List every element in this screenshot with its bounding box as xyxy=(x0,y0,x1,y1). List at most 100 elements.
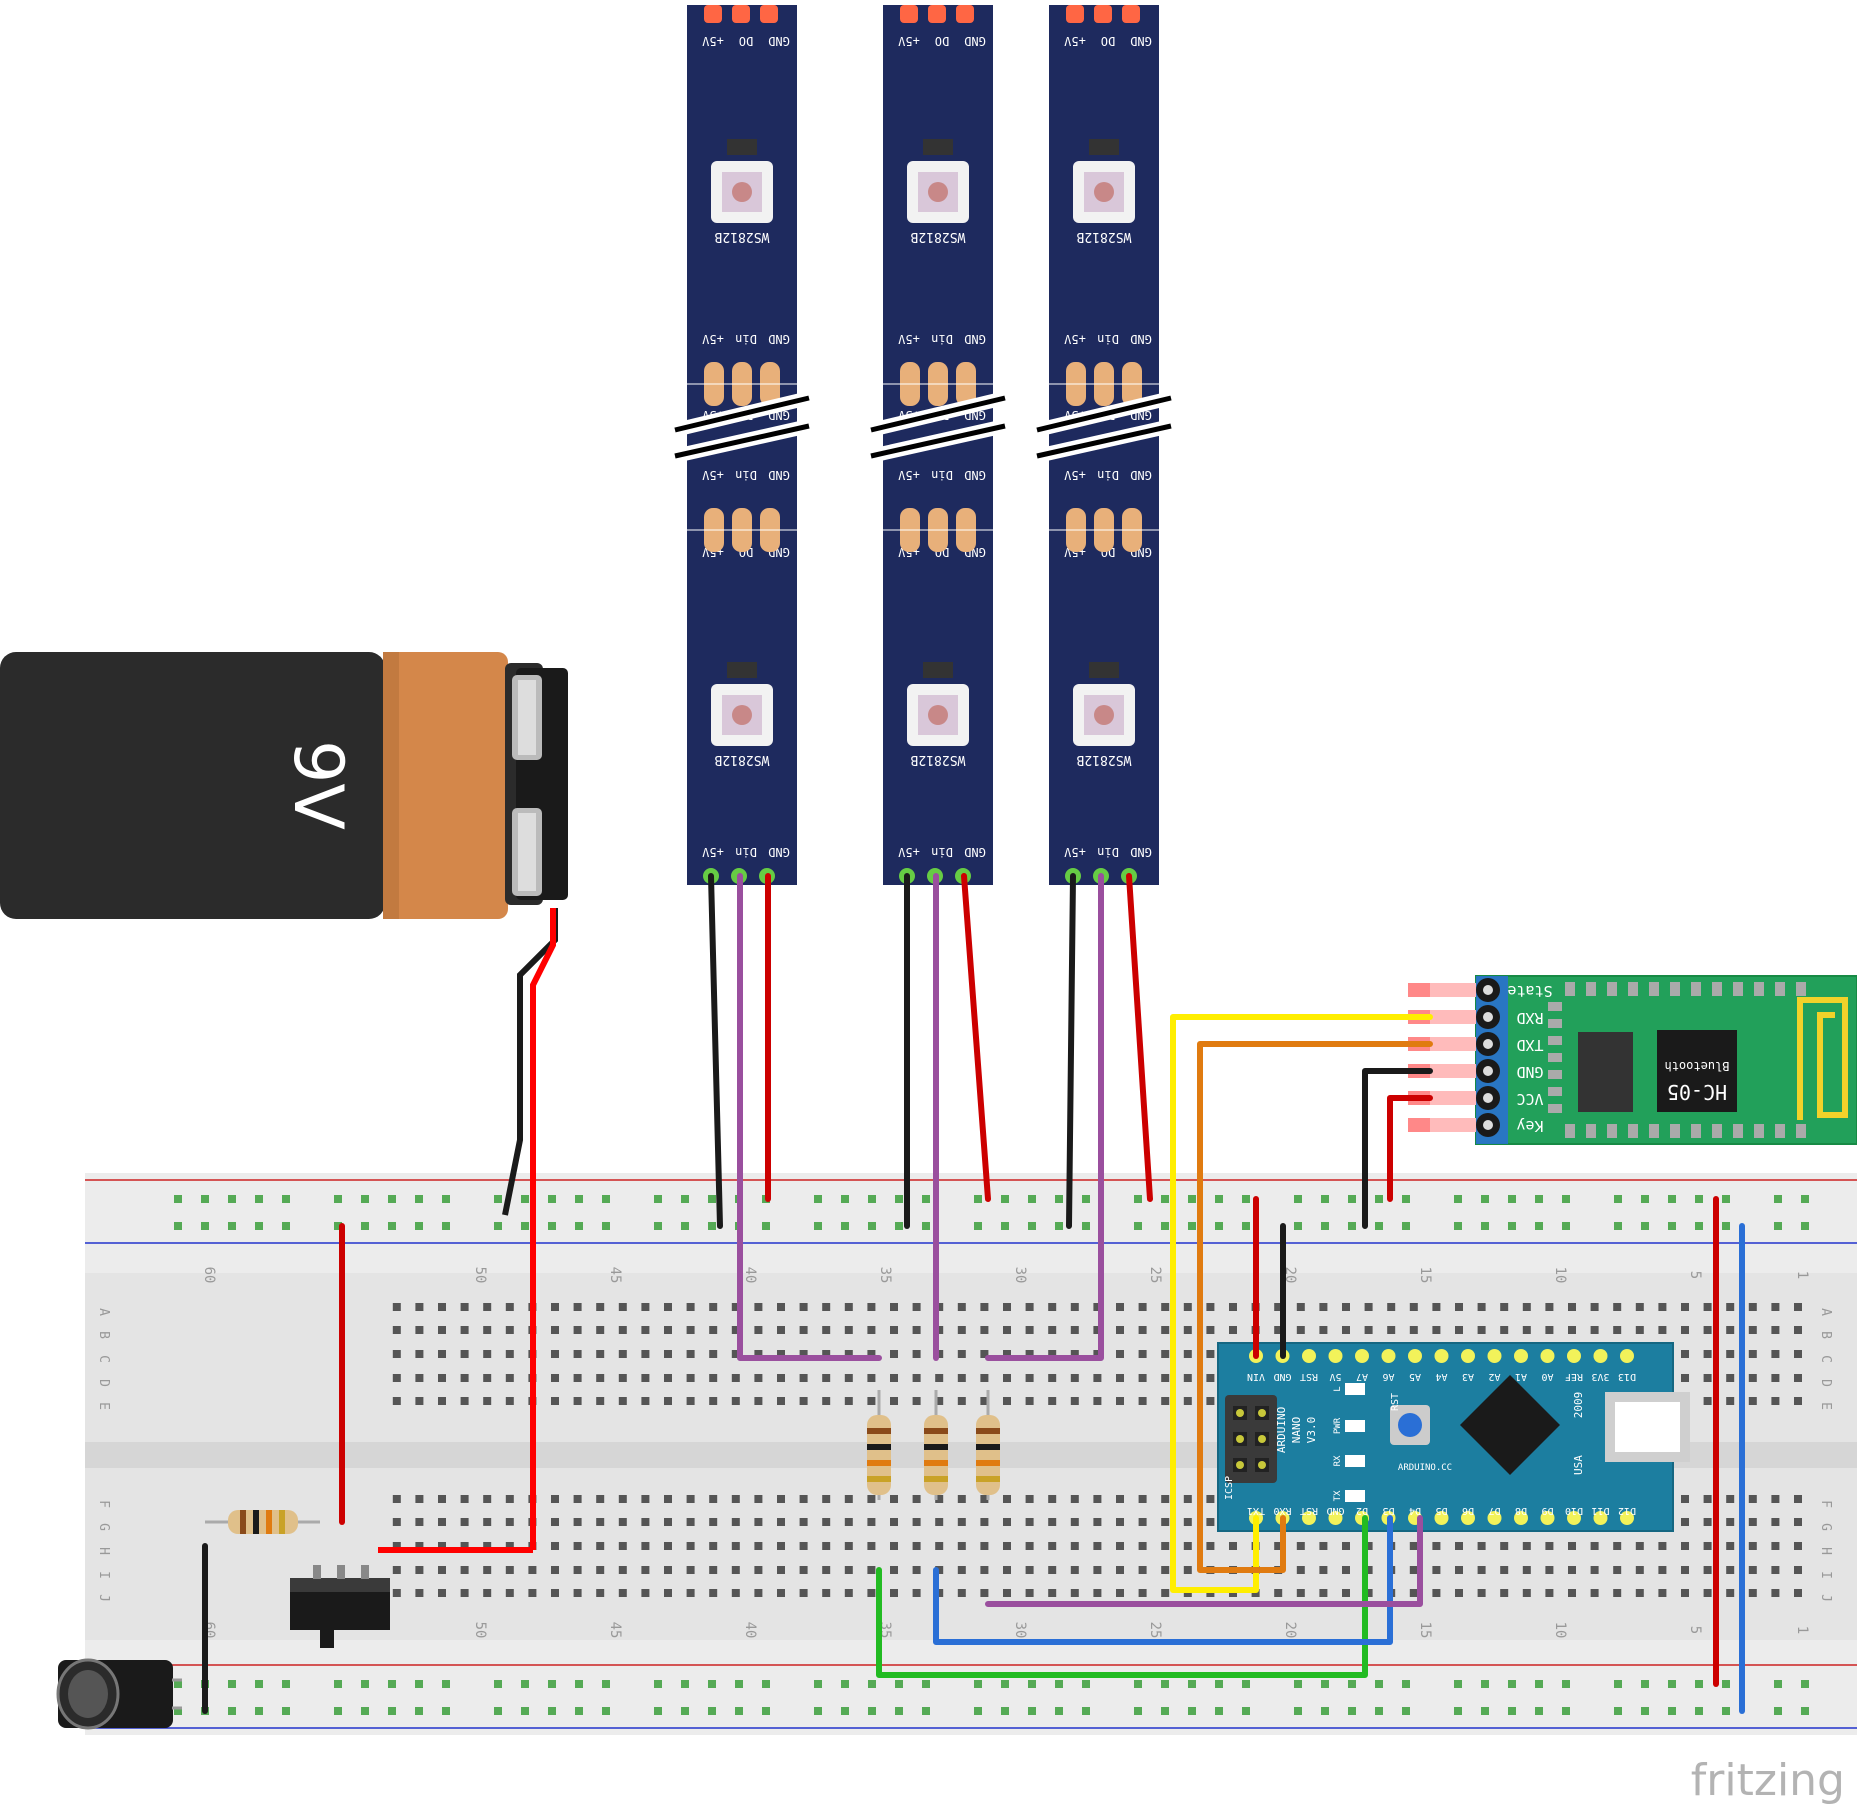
breadboard-hole[interactable] xyxy=(1681,1542,1689,1550)
breadboard-hole[interactable] xyxy=(1183,1518,1192,1526)
breadboard-hole[interactable] xyxy=(1206,1326,1215,1334)
rail-hole[interactable] xyxy=(1641,1222,1649,1230)
breadboard-hole[interactable] xyxy=(1658,1326,1667,1334)
arduino-top-pin[interactable] xyxy=(1302,1349,1316,1363)
breadboard-hole[interactable] xyxy=(505,1326,514,1334)
rail-hole[interactable] xyxy=(1348,1222,1356,1230)
breadboard-hole[interactable] xyxy=(1025,1542,1034,1550)
rail-hole[interactable] xyxy=(681,1707,689,1715)
breadboard-hole[interactable] xyxy=(1658,1542,1667,1550)
rail-hole[interactable] xyxy=(494,1707,502,1715)
breadboard-hole[interactable] xyxy=(777,1326,785,1334)
breadboard-hole[interactable] xyxy=(505,1542,514,1550)
breadboard-hole[interactable] xyxy=(1635,1326,1644,1334)
breadboard-hole[interactable] xyxy=(1726,1397,1735,1405)
breadboard-hole[interactable] xyxy=(1703,1397,1712,1405)
rail-hole[interactable] xyxy=(974,1707,982,1715)
breadboard-hole[interactable] xyxy=(1545,1589,1554,1597)
breadboard-hole[interactable] xyxy=(844,1397,853,1405)
breadboard-hole[interactable] xyxy=(890,1350,898,1358)
breadboard-hole[interactable] xyxy=(618,1350,627,1358)
breadboard-hole[interactable] xyxy=(618,1397,627,1405)
slide-switch[interactable] xyxy=(290,1565,390,1648)
breadboard-hole[interactable] xyxy=(1748,1397,1757,1405)
breadboard-hole[interactable] xyxy=(1093,1397,1102,1405)
breadboard-hole[interactable] xyxy=(528,1566,537,1574)
breadboard-hole[interactable] xyxy=(573,1518,582,1526)
arduino-bottom-pin[interactable] xyxy=(1620,1511,1634,1525)
rail-hole[interactable] xyxy=(1535,1680,1543,1688)
breadboard-hole[interactable] xyxy=(935,1350,944,1358)
rail-hole[interactable] xyxy=(708,1222,716,1230)
breadboard-hole[interactable] xyxy=(822,1326,831,1334)
breadboard-hole[interactable] xyxy=(1568,1566,1576,1574)
rail-hole[interactable] xyxy=(841,1707,849,1715)
breadboard-hole[interactable] xyxy=(573,1542,582,1550)
breadboard-hole[interactable] xyxy=(1274,1303,1283,1311)
rail-hole[interactable] xyxy=(1375,1707,1383,1715)
breadboard-hole[interactable] xyxy=(709,1566,718,1574)
breadboard-hole[interactable] xyxy=(664,1397,672,1405)
arduino-bottom-pin[interactable] xyxy=(1567,1511,1581,1525)
breadboard-hole[interactable] xyxy=(686,1374,695,1382)
breadboard-hole[interactable] xyxy=(664,1326,672,1334)
breadboard-hole[interactable] xyxy=(1364,1326,1373,1334)
breadboard-hole[interactable] xyxy=(1070,1495,1079,1503)
rail-hole[interactable] xyxy=(1454,1222,1462,1230)
rail-hole[interactable] xyxy=(1215,1222,1223,1230)
breadboard-hole[interactable] xyxy=(1025,1518,1034,1526)
breadboard-hole[interactable] xyxy=(641,1566,650,1574)
rail-hole[interactable] xyxy=(735,1680,743,1688)
breadboard-hole[interactable] xyxy=(935,1303,944,1311)
rail-hole[interactable] xyxy=(895,1707,903,1715)
breadboard-hole[interactable] xyxy=(980,1374,989,1382)
breadboard-hole[interactable] xyxy=(1409,1326,1418,1334)
rail-hole[interactable] xyxy=(895,1680,903,1688)
rail-hole[interactable] xyxy=(1562,1680,1570,1688)
breadboard-hole[interactable] xyxy=(799,1495,808,1503)
breadboard-hole[interactable] xyxy=(1138,1566,1147,1574)
breadboard-hole[interactable] xyxy=(460,1566,469,1574)
breadboard-hole[interactable] xyxy=(1070,1542,1079,1550)
breadboard-hole[interactable] xyxy=(1093,1374,1102,1382)
rail-hole[interactable] xyxy=(1215,1680,1223,1688)
breadboard-hole[interactable] xyxy=(664,1518,672,1526)
breadboard-hole[interactable] xyxy=(844,1518,853,1526)
breadboard-hole[interactable] xyxy=(392,1542,401,1550)
arduino-bottom-pin[interactable] xyxy=(1302,1511,1316,1525)
rail-hole[interactable] xyxy=(521,1707,529,1715)
breadboard-hole[interactable] xyxy=(1409,1542,1418,1550)
rail-hole[interactable] xyxy=(1082,1222,1090,1230)
rail-hole[interactable] xyxy=(1375,1680,1383,1688)
breadboard-hole[interactable] xyxy=(1590,1542,1599,1550)
rail-hole[interactable] xyxy=(494,1222,502,1230)
breadboard-hole[interactable] xyxy=(438,1495,446,1503)
breadboard-hole[interactable] xyxy=(551,1326,559,1334)
rail-hole[interactable] xyxy=(1668,1195,1676,1203)
breadboard-hole[interactable] xyxy=(1613,1303,1622,1311)
rail-hole[interactable] xyxy=(1001,1195,1009,1203)
breadboard-hole[interactable] xyxy=(1658,1303,1667,1311)
breadboard-hole[interactable] xyxy=(867,1589,876,1597)
breadboard-hole[interactable] xyxy=(1206,1303,1215,1311)
breadboard-hole[interactable] xyxy=(822,1303,831,1311)
breadboard-hole[interactable] xyxy=(641,1397,650,1405)
rail-hole[interactable] xyxy=(1134,1222,1142,1230)
breadboard-hole[interactable] xyxy=(980,1566,989,1574)
rail-hole[interactable] xyxy=(1215,1195,1223,1203)
breadboard-hole[interactable] xyxy=(1794,1495,1802,1503)
breadboard-hole[interactable] xyxy=(1568,1326,1576,1334)
breadboard-hole[interactable] xyxy=(460,1303,469,1311)
rail-hole[interactable] xyxy=(1242,1680,1250,1688)
rail-hole[interactable] xyxy=(415,1222,423,1230)
breadboard-hole[interactable] xyxy=(1161,1303,1170,1311)
rail-hole[interactable] xyxy=(1375,1195,1383,1203)
breadboard-hole[interactable] xyxy=(1387,1326,1396,1334)
breadboard-hole[interactable] xyxy=(1364,1566,1373,1574)
rail-hole[interactable] xyxy=(814,1195,822,1203)
rail-hole[interactable] xyxy=(1294,1195,1302,1203)
arduino-bottom-pin[interactable] xyxy=(1593,1511,1608,1525)
breadboard-hole[interactable] xyxy=(1229,1542,1237,1550)
breadboard-hole[interactable] xyxy=(1183,1326,1192,1334)
rail-hole[interactable] xyxy=(895,1195,903,1203)
